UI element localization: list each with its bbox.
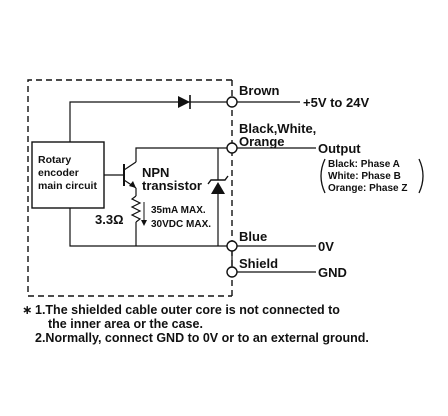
collector-wire	[135, 147, 227, 162]
output-wire-label-line2: Orange	[239, 134, 285, 149]
voltage-rating-label: 30VDC MAX.	[151, 219, 211, 230]
encoder-box-line2: encoder	[38, 167, 79, 179]
phase-z-label: Orange: Phase Z	[328, 183, 407, 194]
note-2: 2.Normally, connect GND to 0V or to an e…	[35, 331, 369, 345]
encoder-box-line3: main circuit	[38, 180, 97, 192]
brown-terminal	[226, 96, 238, 108]
common-ground-wire	[69, 208, 227, 247]
current-arrow	[141, 202, 147, 226]
note-1-line-1: 1.The shielded cable outer core is not c…	[35, 303, 340, 317]
phase-list-open-paren	[320, 158, 326, 194]
enclosure-outline	[27, 79, 232, 297]
diode-symbol	[178, 95, 191, 109]
note-1-line-2: the inner area or the case.	[48, 317, 203, 331]
phase-list-close-paren	[418, 158, 424, 194]
supply-wire	[69, 101, 227, 142]
brown-wire-label: Brown	[239, 83, 280, 98]
output-signal-label: Output	[318, 141, 361, 156]
encoder-box-line1: Rotary	[38, 154, 71, 166]
shield-terminal	[226, 266, 238, 278]
output-terminal	[226, 142, 238, 154]
transistor-label-line1: NPN	[142, 165, 169, 180]
resistor-value-label: 3.3Ω	[95, 212, 124, 227]
blue-wire-label: Blue	[239, 229, 267, 244]
zener-diode-symbol	[207, 175, 229, 194]
note-asterisk: ∗	[22, 303, 32, 317]
phase-a-label: Black: Phase A	[328, 159, 400, 170]
resistor-symbol	[130, 195, 142, 223]
transistor-label-line2: transistor	[142, 178, 202, 193]
current-rating-label: 35mA MAX.	[151, 205, 206, 216]
supply-voltage-label: +5V to 24V	[303, 95, 369, 110]
npn-transistor-symbol	[123, 161, 137, 189]
blue-terminal	[226, 240, 238, 252]
gnd-label: GND	[318, 265, 347, 280]
zero-volt-label: 0V	[318, 239, 334, 254]
phase-b-label: White: Phase B	[328, 171, 401, 182]
output-wire-label-line1: Black,White,	[239, 121, 316, 136]
shield-wire-label: Shield	[239, 256, 278, 271]
